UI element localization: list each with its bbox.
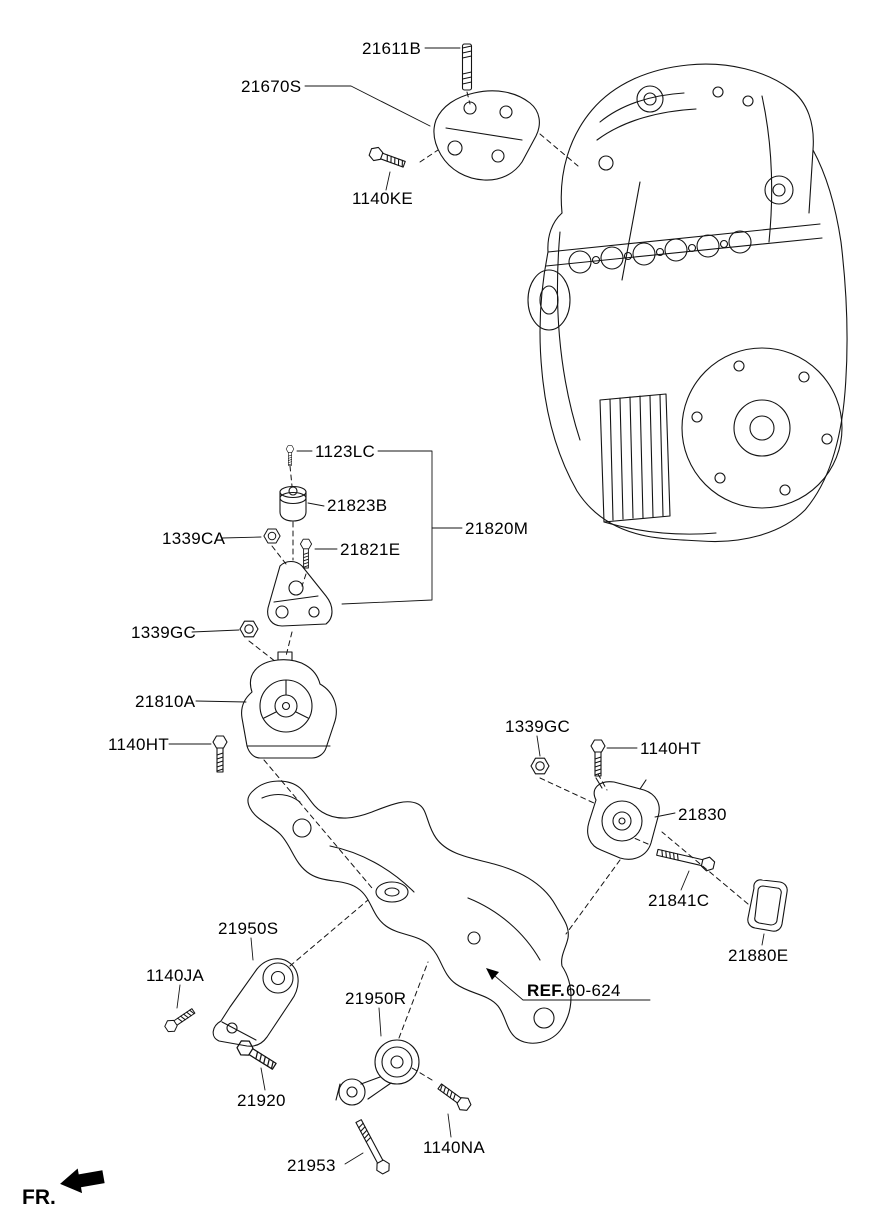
label-21670s: 21670S <box>241 77 301 96</box>
crossmember-drawing <box>247 780 572 1044</box>
label-21823b: 21823B <box>327 496 387 515</box>
part-labels: 21611B 21670S 1140KE 1123LC 21823B 1339C… <box>108 39 788 1175</box>
label-1339ca: 1339CA <box>162 529 226 548</box>
part-1140ke-bolt-drawing <box>367 144 408 172</box>
leader-lines <box>168 47 765 1165</box>
label-1140ja: 1140JA <box>146 966 205 985</box>
label-1339gc-right: 1339GC <box>505 717 570 736</box>
ref-label-number: 60-624 <box>566 981 621 1000</box>
part-21880e-plate-drawing <box>747 879 788 932</box>
part-21821e-bolt-drawing <box>299 538 313 569</box>
assembly-dashed-lines <box>248 91 749 1081</box>
ref-label-prefix: REF. <box>527 981 565 1000</box>
label-21841c: 21841C <box>648 891 709 910</box>
bell-housing <box>681 347 843 509</box>
fr-direction-arrow-icon <box>60 1168 105 1194</box>
fr-indicator: FR. <box>22 1168 105 1209</box>
label-21880e: 21880E <box>728 946 788 965</box>
label-21820m: 21820M <box>465 519 528 538</box>
part-21810a-engine-mount-drawing <box>241 651 337 759</box>
part-1339gc-right-nut-drawing <box>530 757 550 775</box>
part-1140na-bolt-drawing <box>435 1080 474 1114</box>
part-1140ht-right-bolt-drawing <box>590 739 606 777</box>
part-21950s-mount-drawing <box>212 958 299 1047</box>
label-1123lc: 1123LC <box>315 442 375 461</box>
label-1140ht-right: 1140HT <box>640 739 701 758</box>
ref-callout: REF. 60-624 <box>486 968 651 1001</box>
part-21611b-stud-drawing <box>461 43 473 91</box>
label-1140ke: 1140KE <box>352 189 413 208</box>
label-21830: 21830 <box>678 805 727 824</box>
part-21823b-insulator-drawing <box>279 485 307 522</box>
label-21950s: 21950S <box>218 919 278 938</box>
label-21810a: 21810A <box>135 692 196 711</box>
label-21950r: 21950R <box>345 989 406 1008</box>
engine-assembly-drawing <box>527 63 848 543</box>
part-1339ca-nut-drawing <box>263 528 281 544</box>
part-21841c-bolt-drawing <box>655 844 716 873</box>
part-21830-transaxle-mount-drawing <box>587 777 660 860</box>
ref-arrowhead <box>486 968 499 980</box>
label-21920: 21920 <box>237 1091 286 1110</box>
fr-label: FR. <box>22 1186 56 1209</box>
part-1339gc-upper-nut-drawing <box>239 620 259 638</box>
label-1140ht-left: 1140HT <box>108 735 169 754</box>
label-1339gc-upper: 1339GC <box>131 623 196 642</box>
oil-cooler <box>599 393 671 523</box>
label-21611b: 21611B <box>362 39 421 58</box>
fasteners <box>162 144 716 1177</box>
part-21950r-roll-rod-drawing <box>335 1039 420 1106</box>
oil-filler-cap <box>636 85 664 113</box>
label-21953: 21953 <box>287 1156 336 1175</box>
part-1140ja-bolt-drawing <box>162 1005 198 1035</box>
part-21920-bolt-drawing <box>234 1036 280 1074</box>
part-21670s-bracket-drawing <box>433 90 540 181</box>
label-1140na: 1140NA <box>423 1138 485 1157</box>
part-1123lc-bolt-drawing <box>285 445 295 466</box>
part-21953-bolt-drawing <box>351 1117 393 1177</box>
label-21821e: 21821E <box>340 540 400 559</box>
part-1140ht-left-bolt-drawing <box>212 735 228 773</box>
part-21820m-bracket-drawing <box>267 560 333 627</box>
